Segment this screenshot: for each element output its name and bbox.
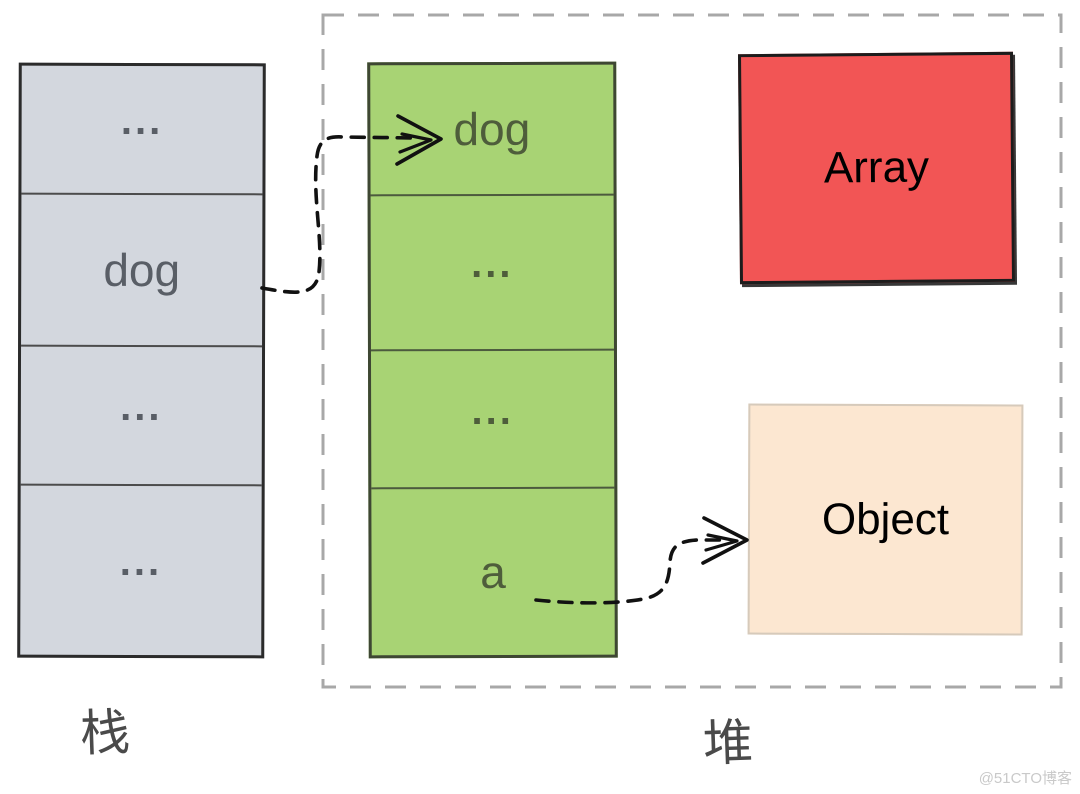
heap-array-cell-text: ... <box>471 242 514 287</box>
heap-label: 堆 <box>702 713 754 773</box>
stack-cell: ... <box>20 483 262 656</box>
stack-cell-text: ... <box>120 99 164 144</box>
stack-frame: ... dog ... ... <box>17 62 266 659</box>
array-box-label: Array <box>823 142 930 193</box>
heap-array: dog ... ... a <box>367 61 618 659</box>
stack-cell-text: ... <box>120 385 163 430</box>
heap-array-cell-text: a <box>480 546 506 599</box>
stack-label: 栈 <box>79 703 131 763</box>
object-box-label: Object <box>821 494 950 544</box>
stack-cell: ... <box>20 344 263 484</box>
array-object-box: Array <box>738 51 1015 285</box>
heap-array-cell: ... <box>370 348 615 488</box>
heap-array-cell-dog: dog <box>370 65 613 194</box>
heap-array-cell-a: a <box>371 486 615 656</box>
stack-cell-text: ... <box>119 540 163 585</box>
stack-cell-dog: dog <box>21 192 263 346</box>
watermark: @51CTO博客 <box>978 770 1072 787</box>
heap-array-cell: ... <box>370 193 614 349</box>
stack-cell: ... <box>21 66 262 193</box>
plain-object-box: Object <box>747 403 1024 636</box>
heap-array-cell-text: ... <box>471 388 514 433</box>
stack-cell-text: dog <box>103 243 181 296</box>
heap-array-cell-text: dog <box>453 103 531 156</box>
